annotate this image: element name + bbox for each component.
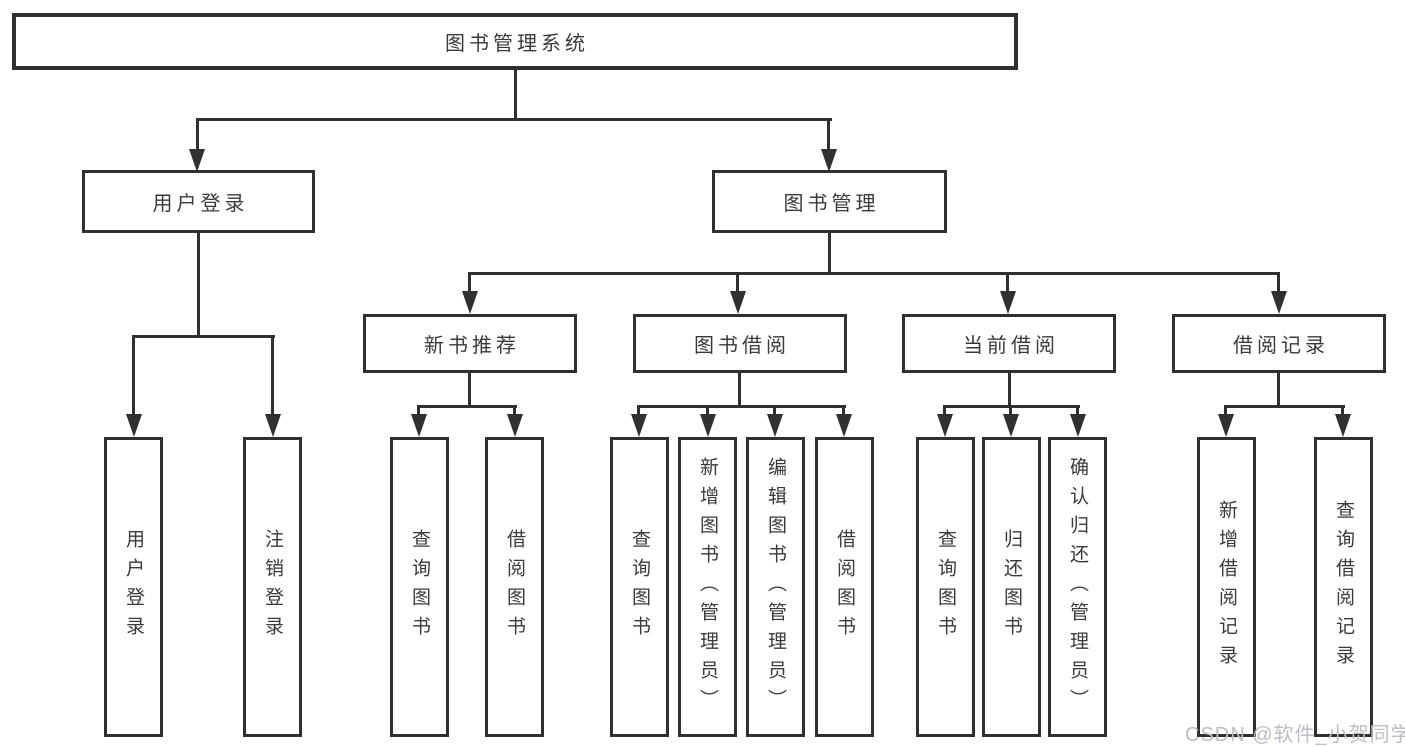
- node-label: 新增借阅记录: [1216, 500, 1237, 674]
- node-label: 查询图书: [629, 529, 650, 645]
- node-label: 查询图书: [935, 529, 956, 645]
- arrow-to-leaf: [836, 414, 852, 437]
- node-label: 图书管理: [783, 193, 880, 215]
- connector-drop-current-borrow: [1006, 272, 1009, 294]
- connector-book-management-stem: [828, 233, 831, 272]
- leaf-user-login: 用户登录: [104, 437, 163, 737]
- arrow-to-leaf: [631, 414, 647, 437]
- connector-drop-book-management: [827, 118, 830, 152]
- node-label: 借阅图书: [504, 529, 525, 645]
- leaf-cb-query-books: 查询图书: [916, 437, 975, 737]
- node-label: 新增图书（管理员）: [697, 456, 718, 718]
- arrow-to-leaf: [700, 414, 716, 437]
- connector-drop: [842, 405, 845, 417]
- connector-drop: [1341, 405, 1344, 417]
- connector-drop-borrow-records: [1277, 272, 1280, 294]
- leaf-bb-query-books: 查询图书: [610, 437, 669, 737]
- leaf-bb-add-books-admin: 新增图书（管理员）: [678, 437, 737, 737]
- connector-borrow-records-bus: [1224, 405, 1345, 408]
- connector-book-management-bus: [468, 272, 1280, 275]
- node-label: 查询借阅记录: [1333, 500, 1354, 674]
- connector-root-bus: [196, 118, 832, 121]
- leaf-bb-borrow-books: 借阅图书: [815, 437, 874, 737]
- leaf-cb-confirm-return-admin: 确认归还（管理员）: [1048, 437, 1107, 737]
- arrow-to-current-borrow: [1000, 291, 1016, 314]
- connector-drop: [417, 405, 420, 417]
- connector-drop-leaf-logout: [271, 335, 274, 415]
- connector-book-borrow-stem: [738, 373, 741, 405]
- connector-drop: [1009, 405, 1012, 417]
- connector-drop: [1076, 405, 1079, 417]
- arrow-to-leaf-login: [126, 414, 142, 437]
- node-label: 确认归还（管理员）: [1067, 456, 1088, 718]
- node-borrow-records: 借阅记录: [1172, 314, 1386, 373]
- arrow-to-book-management: [821, 149, 837, 172]
- leaf-logout: 注销登录: [243, 437, 302, 737]
- node-label: 图书管理系统: [445, 33, 589, 55]
- node-label: 借阅图书: [834, 529, 855, 645]
- arrow-to-leaf: [1070, 414, 1086, 437]
- node-label: 用户登录: [152, 193, 249, 215]
- arrow-to-leaf: [1335, 414, 1351, 437]
- node-label: 图书借阅: [694, 335, 790, 357]
- leaf-cb-return-books: 归还图书: [982, 437, 1041, 737]
- connector-user-login-bus: [133, 335, 275, 338]
- node-label: 归还图书: [1001, 529, 1022, 645]
- node-new-book-recommend: 新书推荐: [363, 314, 577, 373]
- connector-drop-leaf-login: [132, 335, 135, 415]
- node-label: 注销登录: [262, 529, 283, 645]
- arrow-to-borrow-records: [1271, 291, 1287, 314]
- node-label: 当前借阅: [963, 335, 1059, 357]
- leaf-nb-borrow-books: 借阅图书: [485, 437, 544, 737]
- connector-drop-user-login: [196, 118, 199, 152]
- node-label: 新书推荐: [424, 335, 520, 357]
- connector-drop: [773, 405, 776, 417]
- connector-borrow-records-stem: [1277, 373, 1280, 405]
- node-label: 用户登录: [123, 529, 144, 645]
- node-book-management: 图书管理: [712, 170, 947, 233]
- node-user-login: 用户登录: [82, 170, 315, 233]
- connector-current-borrow-stem: [1008, 373, 1011, 405]
- arrow-to-leaf: [1003, 414, 1019, 437]
- node-book-borrow: 图书借阅: [633, 314, 847, 373]
- connector-drop: [513, 405, 516, 417]
- node-label: 查询图书: [409, 529, 430, 645]
- connector-new-book-bus: [417, 405, 517, 408]
- leaf-br-query-record: 查询借阅记录: [1314, 437, 1373, 737]
- connector-drop: [706, 405, 709, 417]
- leaf-nb-query-books: 查询图书: [390, 437, 449, 737]
- arrow-to-leaf: [411, 414, 427, 437]
- connector-root-stem: [514, 70, 517, 118]
- node-label: 借阅记录: [1233, 335, 1329, 357]
- connector-drop: [1224, 405, 1227, 417]
- arrow-to-leaf-logout: [265, 414, 281, 437]
- arrow-to-book-borrow: [730, 291, 746, 314]
- connector-drop: [943, 405, 946, 417]
- arrow-to-user-login: [189, 149, 205, 172]
- connector-drop-new-book: [468, 272, 471, 294]
- arrow-to-new-book: [462, 291, 478, 314]
- connector-new-book-stem: [468, 373, 471, 405]
- connector-drop: [637, 405, 640, 417]
- connector-book-borrow-bus: [637, 405, 846, 408]
- csdn-watermark: CSDN @软件_小贺同学: [1185, 724, 1405, 746]
- connector-user-login-stem: [197, 233, 200, 335]
- node-current-borrow: 当前借阅: [902, 314, 1116, 373]
- connector-drop-book-borrow: [736, 272, 739, 294]
- arrow-to-leaf: [507, 414, 523, 437]
- leaf-bb-edit-books-admin: 编辑图书（管理员）: [746, 437, 805, 737]
- arrow-to-leaf: [767, 414, 783, 437]
- arrow-to-leaf: [1218, 414, 1234, 437]
- leaf-br-add-record: 新增借阅记录: [1197, 437, 1256, 737]
- node-label: 编辑图书（管理员）: [765, 456, 786, 718]
- arrow-to-leaf: [937, 414, 953, 437]
- node-library-management-system: 图书管理系统: [12, 13, 1018, 70]
